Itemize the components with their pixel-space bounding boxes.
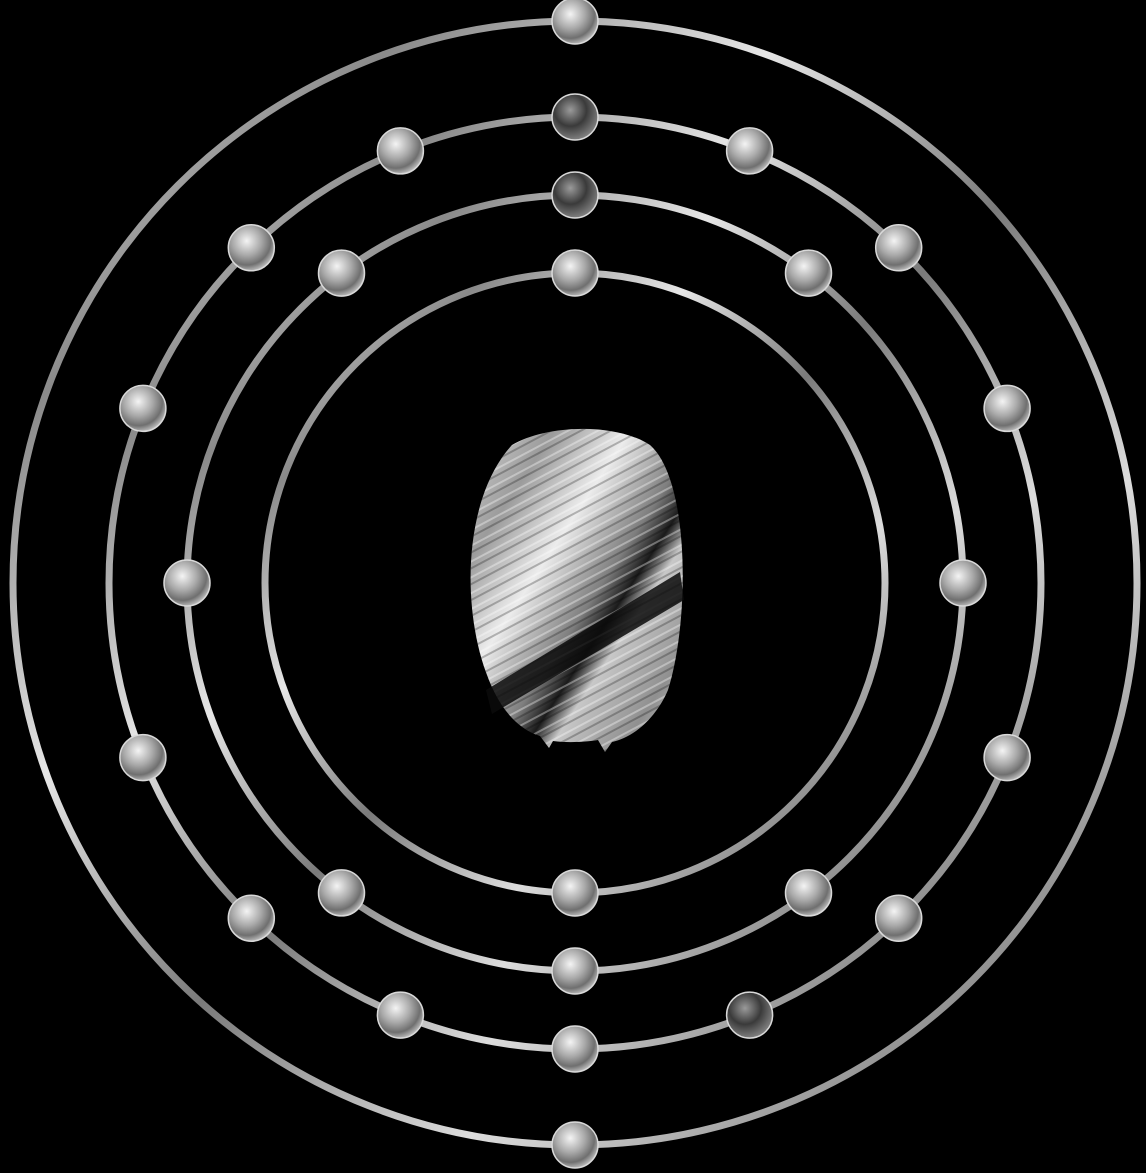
electron-shell-2-3 (940, 560, 986, 606)
electron-shell-3-13 (228, 225, 274, 271)
electron-shell-3-5 (984, 735, 1030, 781)
electron-shell-2-5 (552, 948, 598, 994)
electron-shell-2-4 (786, 870, 832, 916)
nucleus (471, 429, 684, 752)
electron-shell-1-2 (552, 870, 598, 916)
electron-shell-4-2 (552, 1122, 598, 1168)
electron-shell-3-9 (377, 992, 423, 1038)
electron-shell-3-11 (120, 735, 166, 781)
electron-shell-1-1 (552, 250, 598, 296)
electron-shell-2-2 (786, 250, 832, 296)
electron-shell-2-7 (164, 560, 210, 606)
electron-shell-3-6 (876, 895, 922, 941)
electron-shell-2-6 (319, 870, 365, 916)
electron-shell-2-1 (552, 172, 598, 218)
electron-shell-3-1 (552, 94, 598, 140)
electron-shell-3-2 (727, 128, 773, 174)
electron-shell-3-14 (377, 128, 423, 174)
electron-shell-3-3 (876, 225, 922, 271)
electron-shell-2-8 (319, 250, 365, 296)
electron-shell-3-8 (552, 1026, 598, 1072)
electron-shell-3-4 (984, 385, 1030, 431)
electron-shell-4-1 (552, 0, 598, 44)
electron-shell-3-7 (727, 992, 773, 1038)
electron-shell-3-12 (120, 385, 166, 431)
electron-shell-3-10 (228, 895, 274, 941)
